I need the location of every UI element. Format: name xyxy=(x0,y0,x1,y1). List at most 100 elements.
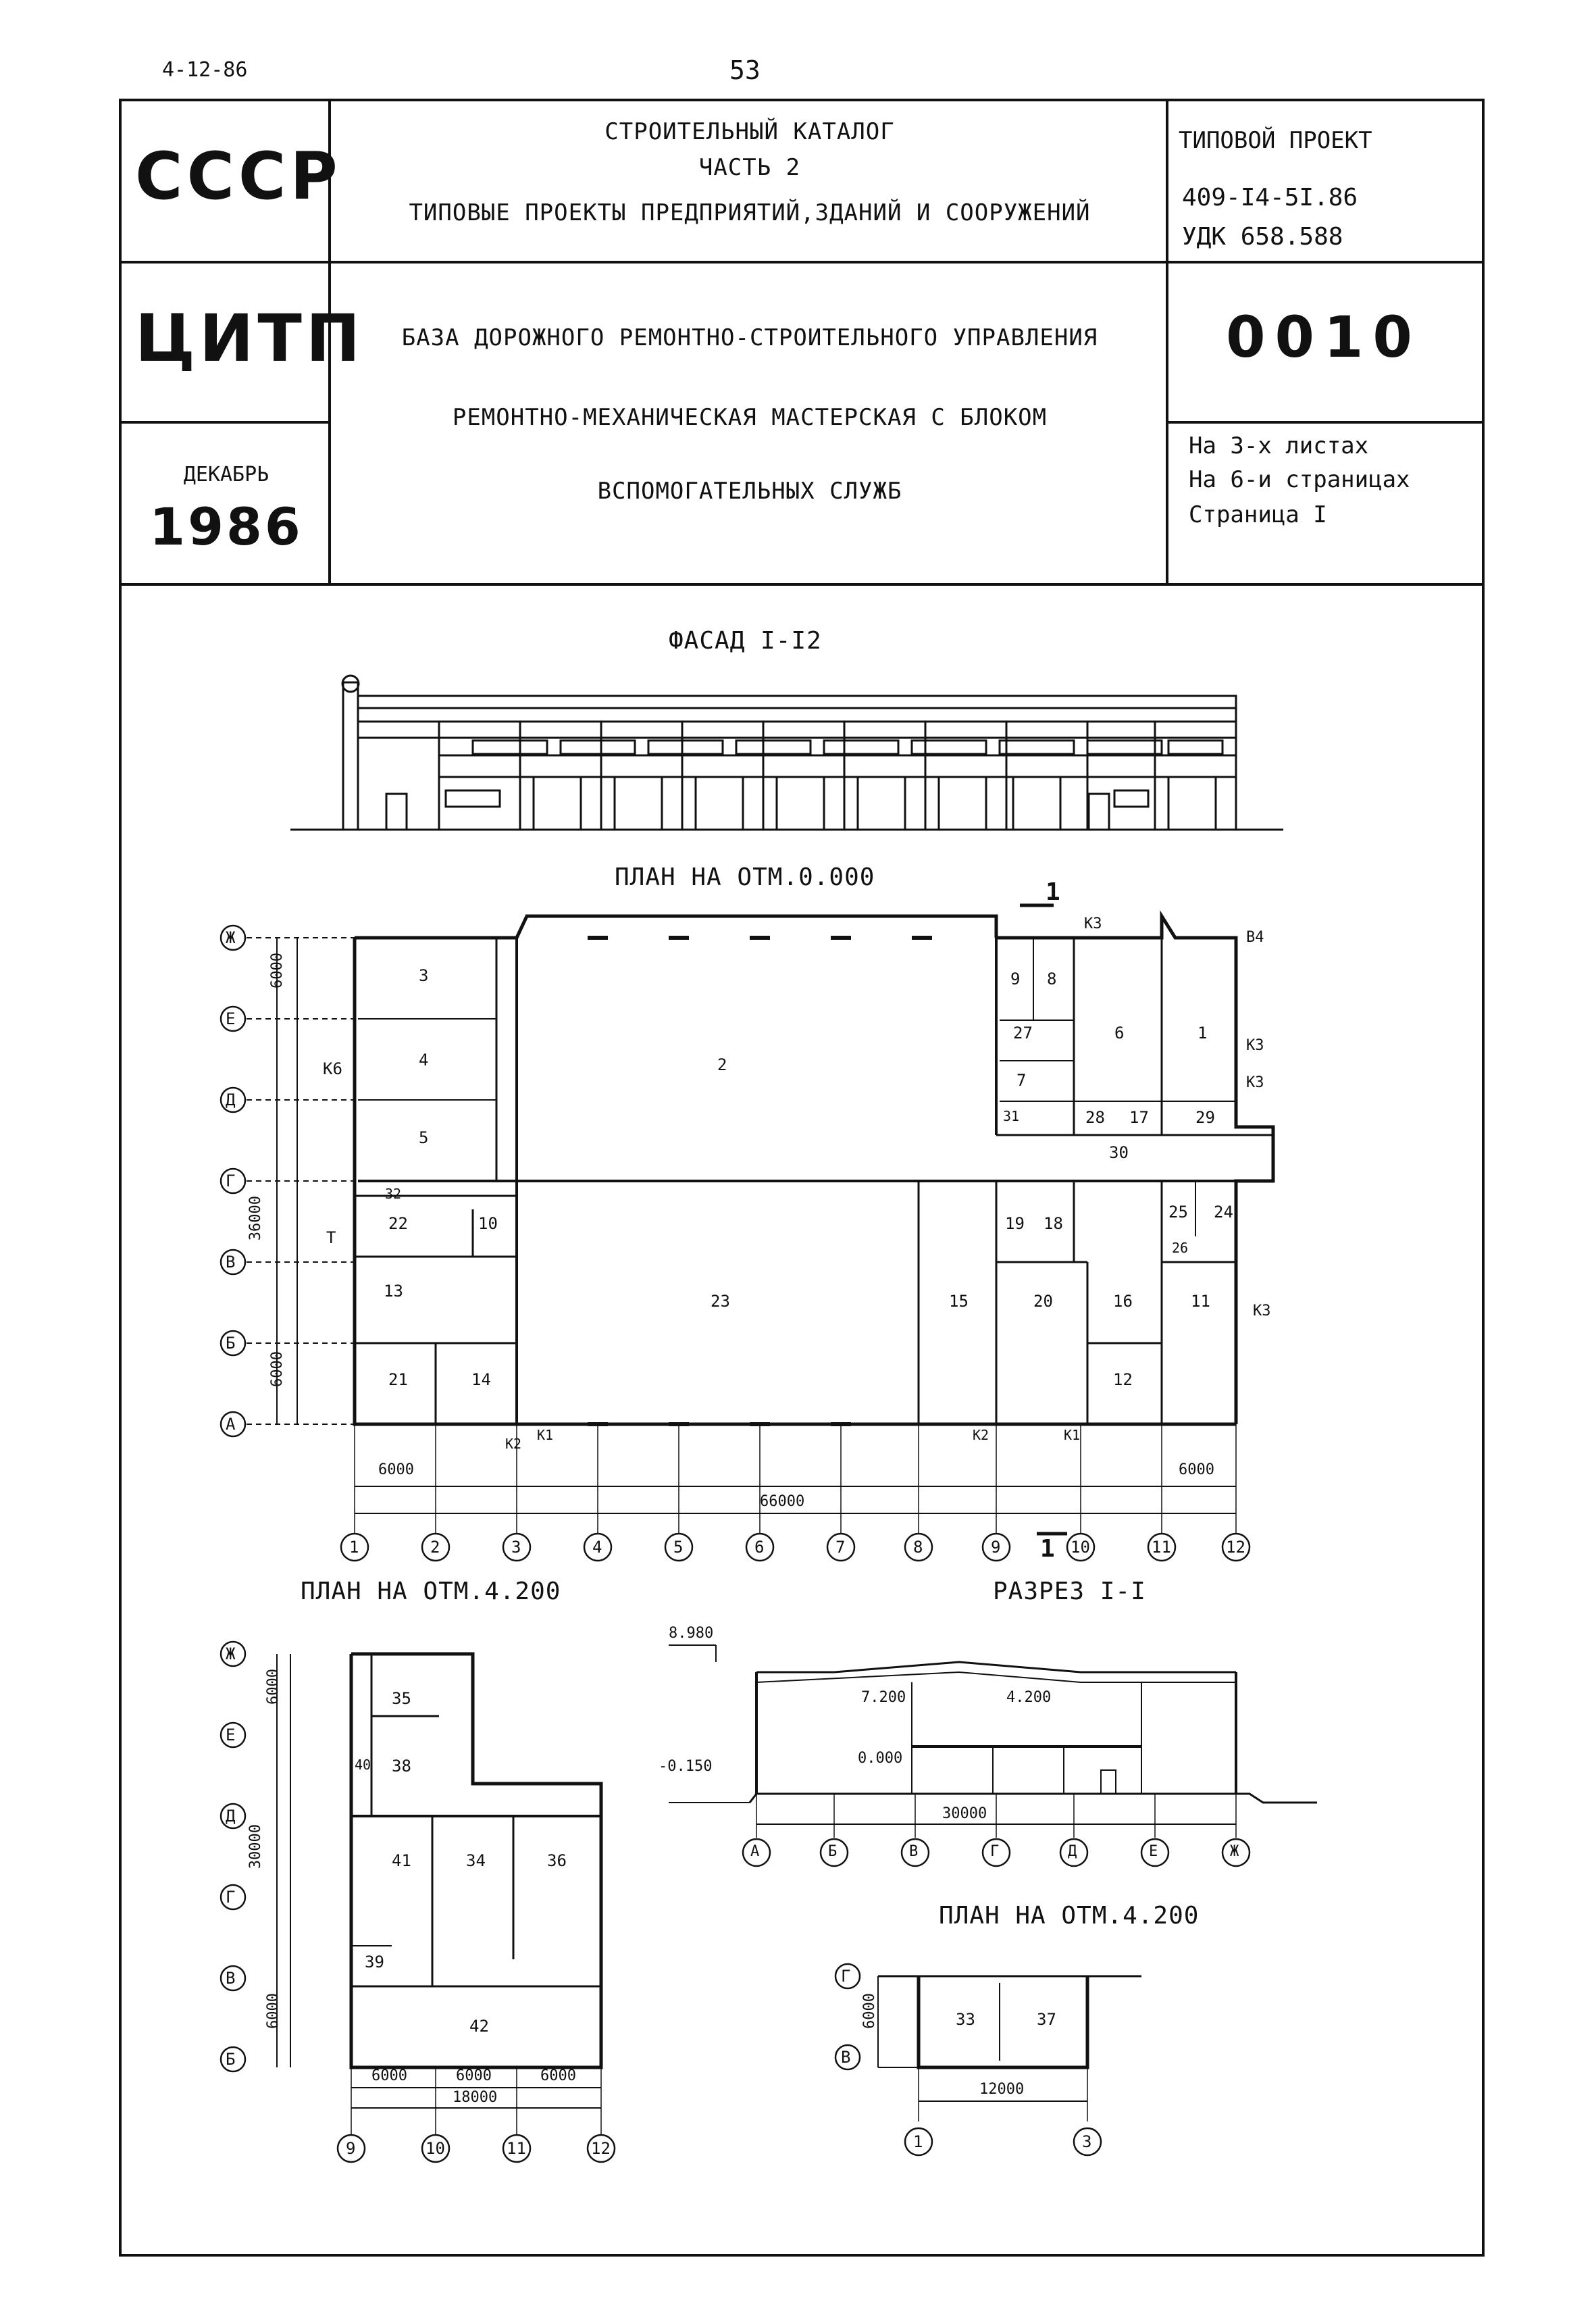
k2-marker: K2 xyxy=(973,1427,989,1443)
room-number: 13 xyxy=(384,1282,403,1301)
level-mark: 4.200 xyxy=(1006,1689,1052,1706)
upper-plan2-axis-bubbles xyxy=(834,1963,1102,2157)
room-number: 5 xyxy=(419,1128,429,1147)
room-number: 32 xyxy=(385,1186,402,1202)
room-number: 27 xyxy=(1013,1024,1033,1042)
upper-plan-drawing xyxy=(276,1652,603,2135)
room-number: 28 xyxy=(1085,1108,1105,1127)
axis-row-label: Д xyxy=(226,1807,236,1826)
k3-marker: K3 xyxy=(1084,915,1102,932)
dim-text: 6000 xyxy=(265,1993,282,2029)
level-mark: 0.000 xyxy=(858,1750,903,1767)
axis-col-label: 10 xyxy=(426,2139,445,2158)
upper-plan-axis-bubbles xyxy=(220,1640,616,2163)
room-number: 38 xyxy=(392,1757,411,1776)
dim-text: 30000 xyxy=(247,1824,264,1869)
axis-col-label: 9 xyxy=(346,2139,356,2158)
axis-col-label: 2 xyxy=(430,1538,440,1557)
room-number: 15 xyxy=(949,1292,969,1311)
room-number: 34 xyxy=(466,1851,486,1870)
facade-title: ФАСАД I-I2 xyxy=(669,627,822,655)
axis-label: Б xyxy=(828,1843,838,1860)
dim-text: 12000 xyxy=(979,2081,1025,2098)
room-number: 1 xyxy=(1198,1024,1208,1042)
room-number: 24 xyxy=(1214,1203,1233,1222)
room-number: 16 xyxy=(1113,1292,1133,1311)
year-label: 1986 xyxy=(149,497,303,557)
upper-plan2-drawing xyxy=(877,1975,1141,2121)
room-number: 39 xyxy=(365,1953,384,1971)
project-number: 409-I4-5I.86 xyxy=(1182,184,1358,211)
dim-text: 66000 xyxy=(760,1493,805,1510)
section-mark-top: 1 xyxy=(1046,878,1060,906)
dim-text: 6000 xyxy=(371,2067,407,2084)
axis-row-label: В xyxy=(226,1969,236,1988)
room-number: 19 xyxy=(1005,1214,1025,1233)
axis-col-label: 9 xyxy=(991,1538,1001,1557)
section-axis-bubbles xyxy=(742,1838,1251,1867)
axis-col-label: 11 xyxy=(1152,1538,1171,1557)
dim-text: 6000 xyxy=(861,1993,878,2029)
room-number: 26 xyxy=(1172,1240,1189,1256)
dim-text: 6000 xyxy=(269,953,286,988)
room-number: 37 xyxy=(1037,2010,1056,2029)
month-label: ДЕКАБРЬ xyxy=(183,463,269,486)
k3-marker: K3 xyxy=(1246,1037,1264,1054)
facade-drawing xyxy=(290,674,1283,831)
room-number: 40 xyxy=(355,1757,371,1773)
room-number: 11 xyxy=(1191,1292,1210,1311)
dim-text: 6000 xyxy=(269,1351,286,1387)
axis-label: Ж xyxy=(1230,1843,1239,1860)
project-title-line-2: РЕМОНТНО-МЕХАНИЧЕСКАЯ МАСТЕРСКАЯ С БЛОКО… xyxy=(452,404,1048,431)
k3-marker: K3 xyxy=(1253,1303,1271,1319)
catalog-line-1: СТРОИТЕЛЬНЫЙ КАТАЛОГ xyxy=(604,118,895,145)
pages-info: На 6-и страницах xyxy=(1189,466,1410,493)
room-number: 25 xyxy=(1168,1203,1188,1222)
room-number: 35 xyxy=(392,1689,411,1708)
axis-label: Е xyxy=(1149,1843,1158,1860)
axis-col-label: 3 xyxy=(511,1538,521,1557)
axis-label: Г xyxy=(990,1843,1000,1860)
axis-col-label: 8 xyxy=(913,1538,923,1557)
room-number: 33 xyxy=(956,2010,975,2029)
dim-text: 6000 xyxy=(378,1461,414,1478)
dim-text: 6000 xyxy=(1179,1461,1214,1478)
axis-row-label: Д xyxy=(226,1090,236,1109)
room-number: 2 xyxy=(717,1055,727,1074)
k2-marker: K2 xyxy=(505,1436,522,1452)
room-number: 3 xyxy=(419,966,429,985)
room-number: 20 xyxy=(1033,1292,1053,1311)
axis-row-label: Е xyxy=(226,1009,236,1028)
room-number: 7 xyxy=(1016,1071,1027,1090)
axis-label: В xyxy=(909,1843,919,1860)
axis-label: А xyxy=(750,1843,760,1860)
dim-text: 30000 xyxy=(942,1805,987,1822)
axis-row-label: Е xyxy=(226,1726,236,1744)
room-number: 41 xyxy=(392,1851,411,1870)
section-mark-bottom: 1 xyxy=(1040,1535,1055,1563)
room-number: 12 xyxy=(1113,1370,1133,1389)
level-mark: -0.150 xyxy=(659,1758,713,1775)
b4-marker: B4 xyxy=(1246,929,1264,946)
axis-col-label: 1 xyxy=(349,1538,359,1557)
axis-label: Д xyxy=(1068,1843,1077,1860)
ground-plan-axis-bubbles xyxy=(220,924,1251,1562)
room-number: 8 xyxy=(1047,970,1057,988)
room-number: 31 xyxy=(1003,1108,1020,1124)
axis-col-label: 1 xyxy=(913,2132,923,2151)
room-number: 10 xyxy=(478,1214,498,1233)
catalog-line-3: ТИПОВЫЕ ПРОЕКТЫ ПРЕДПРИЯТИЙ,ЗДАНИЙ И СОО… xyxy=(409,199,1091,226)
axis-col-label: 5 xyxy=(673,1538,684,1557)
axis-col-label: 7 xyxy=(835,1538,846,1557)
catalog-line-2: ЧАСТЬ 2 xyxy=(698,154,801,181)
room-number: 22 xyxy=(388,1214,408,1233)
k1-marker: K1 xyxy=(1064,1427,1081,1443)
axis-row-label: Г xyxy=(841,1967,851,1986)
axis-row-label: В xyxy=(226,1253,236,1272)
k3-marker: K3 xyxy=(1246,1074,1264,1091)
axis-row-label: Г xyxy=(226,1888,236,1907)
project-title-line-1: БАЗА ДОРОЖНОГО РЕМОНТНО-СТРОИТЕЛЬНОГО УП… xyxy=(401,324,1098,351)
axis-row-label: В xyxy=(841,2048,851,2067)
upper-plan2-title: ПЛАН НА ОТМ.4.200 xyxy=(939,1902,1200,1930)
